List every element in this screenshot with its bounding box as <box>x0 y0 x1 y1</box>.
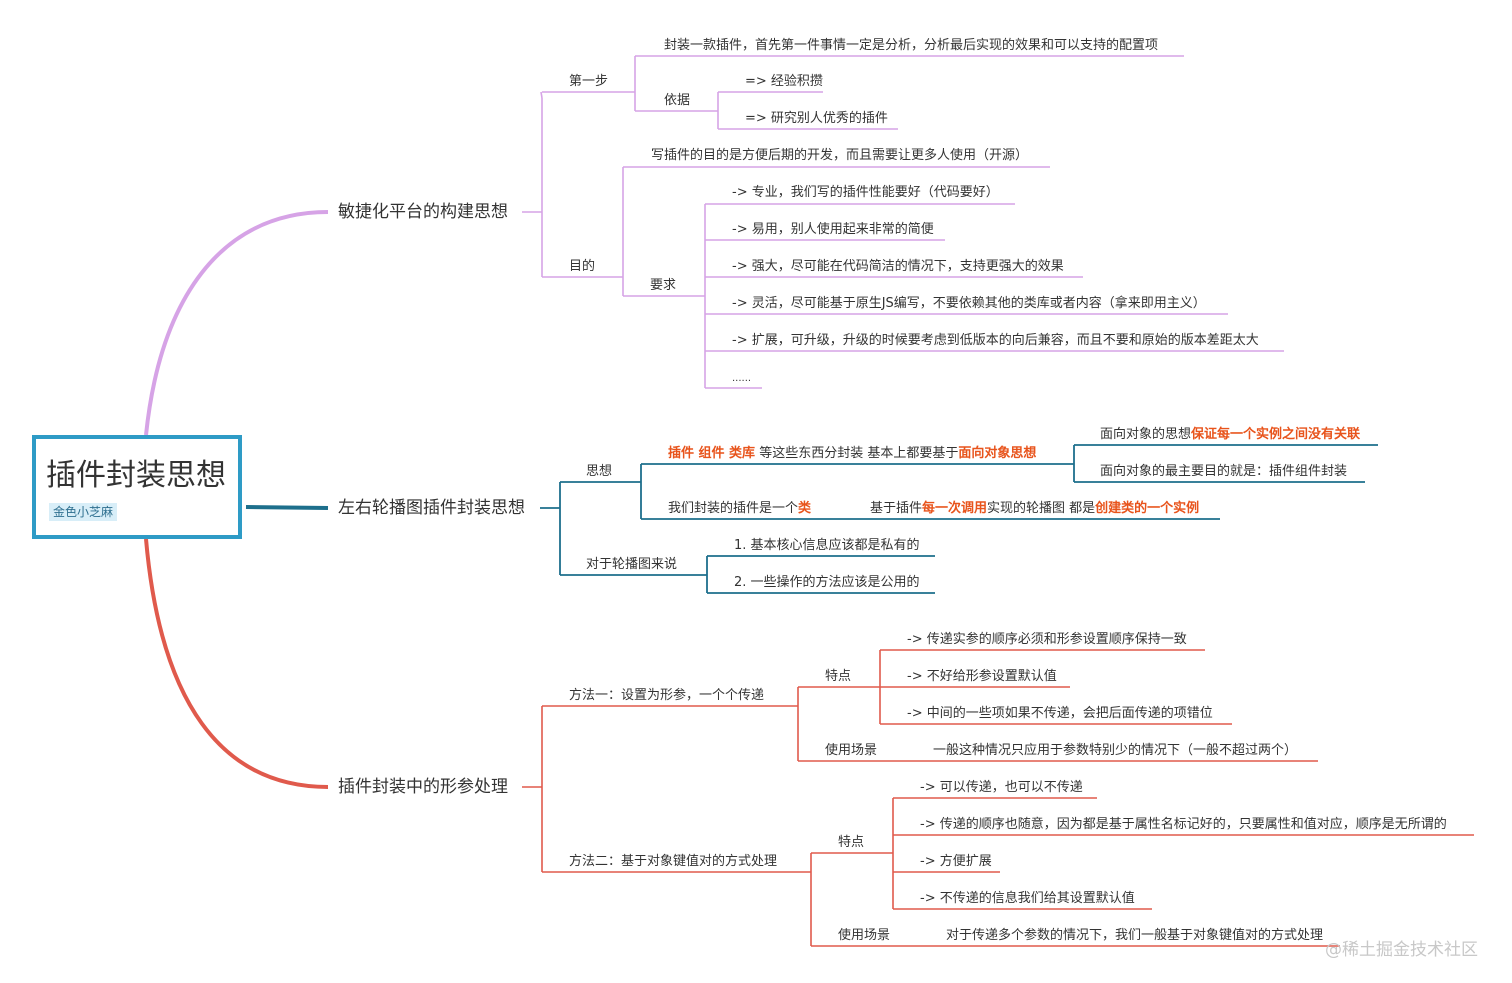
node-m1-feature[interactable]: -> 传递实参的顺序必须和形参设置顺序保持一致 <box>907 632 1187 647</box>
node-req-item[interactable]: -> 易用，别人使用起来非常的简便 <box>732 222 934 237</box>
node-goal[interactable]: 目的 <box>569 259 596 274</box>
node-carousel-item[interactable]: 1. 基本核心信息应该都是私有的 <box>734 538 920 553</box>
node-m1-feature[interactable]: -> 不好给形参设置默认值 <box>907 669 1057 684</box>
node-idea-line1[interactable]: 插件 组件 类库 等这些东西分封装 基本上都要基于面向对象思想 <box>668 446 1036 462</box>
node-basis[interactable]: 依据 <box>664 93 691 108</box>
node-requirements[interactable]: 要求 <box>650 278 677 293</box>
text: 面向对象的思想 <box>1100 427 1192 442</box>
node-carousel[interactable]: 对于轮播图来说 <box>586 557 678 572</box>
text: 等这些东西分封装 基本上都要基于 <box>755 446 959 461</box>
highlight-text: 面向对象思想 <box>958 446 1037 461</box>
root-tag: 金色小芝麻 <box>49 503 118 521</box>
node-m2-features[interactable]: 特点 <box>838 835 865 850</box>
highlight-text: 类 <box>798 501 812 516</box>
branch-agile-platform[interactable]: 敏捷化平台的构建思想 <box>338 202 508 222</box>
node-m2-feature[interactable]: -> 传递的顺序也随意，因为都是基于属性名标记好的，只要属性和值对应，顺序是无所… <box>920 817 1447 832</box>
node-carousel-item[interactable]: 2. 一些操作的方法应该是公用的 <box>734 575 920 590</box>
node-m1-feature[interactable]: -> 中间的一些项如果不传递，会把后面传递的项错位 <box>907 706 1213 721</box>
node-m2-feature[interactable]: -> 不传递的信息我们给其设置默认值 <box>920 891 1135 906</box>
branch-params[interactable]: 插件封装中的形参处理 <box>338 777 508 797</box>
node-oop-sub2[interactable]: 面向对象的最主要目的就是：插件组件封装 <box>1100 464 1348 479</box>
node-m1-scene[interactable]: 使用场景 <box>825 743 878 758</box>
root-title: 插件封装思想 <box>46 458 226 493</box>
node-req-item-more[interactable]: ...... <box>732 373 752 384</box>
node-idea-line2b[interactable]: 基于插件每一次调用实现的轮播图 都是创建类的一个实例 <box>870 501 1199 517</box>
node-method1[interactable]: 方法一：设置为形参，一个个传递 <box>569 688 765 703</box>
node-goal-desc[interactable]: 写插件的目的是方便后期的开发，而且需要让更多人使用（开源） <box>651 148 1029 163</box>
node-step1[interactable]: 第一步 <box>569 74 609 89</box>
node-step1-intro[interactable]: 封装一款插件，首先第一件事情一定是分析，分析最后实现的效果和可以支持的配置项 <box>664 38 1159 53</box>
root-node[interactable] <box>32 435 242 539</box>
node-oop-sub1[interactable]: 面向对象的思想保证每一个实例之间没有关联 <box>1100 427 1360 443</box>
highlight-text: 插件 组件 类库 <box>668 446 756 461</box>
node-m2-scene[interactable]: 使用场景 <box>838 928 891 943</box>
highlight-text: 每一次调用 <box>922 501 988 516</box>
branch-carousel-plugin[interactable]: 左右轮播图插件封装思想 <box>338 498 525 518</box>
highlight-text: 创建类的一个实例 <box>1095 501 1200 516</box>
node-idea[interactable]: 思想 <box>586 464 613 479</box>
node-m2-feature[interactable]: -> 可以传递，也可以不传递 <box>920 780 1083 795</box>
node-req-item[interactable]: -> 扩展，可升级，升级的时候要考虑到低版本的向后兼容，而且不要和原始的版本差距… <box>732 333 1259 348</box>
node-req-item[interactable]: -> 强大，尽可能在代码简洁的情况下，支持更强大的效果 <box>732 259 1064 274</box>
node-req-item[interactable]: -> 专业，我们写的插件性能要好（代码要好） <box>732 185 999 200</box>
node-basis-item[interactable]: => 经验积攒 <box>745 74 823 89</box>
node-m1-features[interactable]: 特点 <box>825 669 852 684</box>
highlight-text: 保证每一个实例之间没有关联 <box>1191 427 1361 442</box>
text: 基于插件 <box>870 501 923 516</box>
node-m1-scene-text[interactable]: 一般这种情况只应用于参数特别少的情况下（一般不超过两个） <box>933 743 1298 758</box>
text: 我们封装的插件是一个 <box>668 501 799 516</box>
node-idea-line2[interactable]: 我们封装的插件是一个类 <box>668 501 811 517</box>
node-req-item[interactable]: -> 灵活，尽可能基于原生JS编写，不要依赖其他的类库或者内容（拿来即用主义） <box>732 296 1206 311</box>
watermark: @稀土掘金技术社区 <box>1325 940 1478 960</box>
node-m2-scene-text[interactable]: 对于传递多个参数的情况下，我们一般基于对象键值对的方式处理 <box>946 928 1324 943</box>
text: 实现的轮播图 都是 <box>987 501 1096 516</box>
node-basis-item[interactable]: => 研究别人优秀的插件 <box>745 111 888 126</box>
node-method2[interactable]: 方法二：基于对象键值对的方式处理 <box>569 854 778 869</box>
node-m2-feature[interactable]: -> 方便扩展 <box>920 854 992 869</box>
